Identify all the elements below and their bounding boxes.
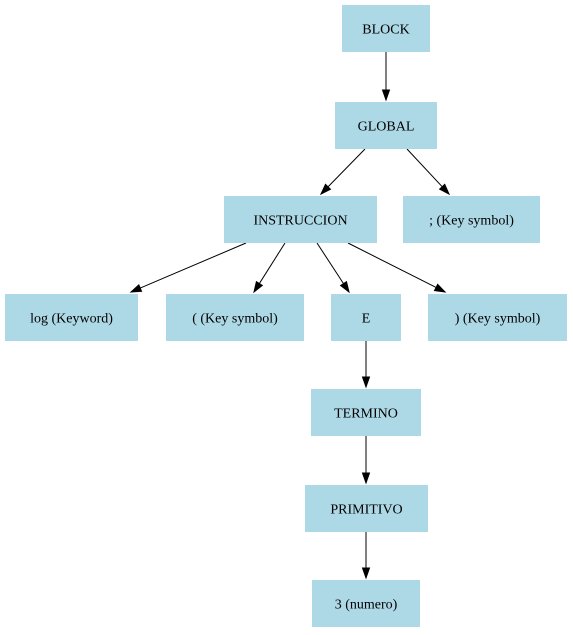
node-label: ; (Key symbol) [429,214,514,229]
edge-line [140,242,247,289]
node-lparen: ( (Key symbol) [166,294,304,341]
node-label: E [362,312,371,327]
node-log: log (Keyword) [5,294,138,341]
edge-line [406,148,443,188]
node-box [166,294,304,341]
arrowhead-icon [433,283,447,293]
arrowhead-icon [361,376,371,389]
node-instruccion: INSTRUCCION [224,196,377,243]
edge-line [316,242,344,284]
node-box [428,294,567,341]
node-block: BLOCK [342,5,430,52]
node-box [305,485,428,532]
nodes-layer: BLOCK GLOBAL INSTRUCCION ; (Key symbol) log … [5,5,567,627]
edge-block-to-global [381,52,391,102]
node-label: BLOCK [362,23,409,38]
node-box [311,389,421,436]
arrowhead-icon [339,280,350,294]
edge-instruccion-to-lparen [253,242,286,294]
node-label: PRIMITIVO [330,503,402,518]
node-primitivo: PRIMITIVO [305,485,428,532]
edge-instruccion-to-log [129,242,247,293]
edge-e-to-termino [361,341,371,389]
node-global: GLOBAL [335,102,437,149]
arrowhead-icon [438,183,451,196]
edge-primitivo-to-numero [361,532,371,580]
node-label: ( (Key symbol) [192,312,278,327]
edge-instruccion-to-rparen [347,242,447,293]
arrowhead-icon [253,280,264,294]
node-e: E [331,294,401,341]
edge-line [327,148,366,188]
node-label: 3 (numero) [335,598,398,613]
arrowhead-icon [361,472,371,485]
node-rparen: ) (Key symbol) [428,294,567,341]
edge-instruccion-to-e [316,242,350,294]
edge-line [347,242,437,288]
arrowhead-icon [361,567,371,580]
node-numero: 3 (numero) [312,580,420,627]
node-label: log (Keyword) [30,312,113,327]
edges-layer [129,52,451,580]
node-box [403,196,540,243]
node-label: ) (Key symbol) [455,312,541,327]
node-label: TERMINO [334,407,398,422]
node-semicolon: ; (Key symbol) [403,196,540,243]
arrowhead-icon [319,183,332,196]
node-termino: TERMINO [311,389,421,436]
node-label: INSTRUCCION [253,214,347,229]
node-box [331,294,401,341]
arrowhead-icon [129,284,143,293]
arrowhead-icon [381,89,391,102]
node-box [335,102,437,149]
node-box [312,580,420,627]
edge-global-to-instruccion [319,148,366,196]
edge-line [258,242,286,284]
node-label: GLOBAL [358,120,415,135]
edge-termino-to-primitivo [361,436,371,485]
node-box [342,5,430,52]
edge-global-to-semicolon [406,148,451,196]
node-box [5,294,138,341]
node-box [224,196,377,243]
